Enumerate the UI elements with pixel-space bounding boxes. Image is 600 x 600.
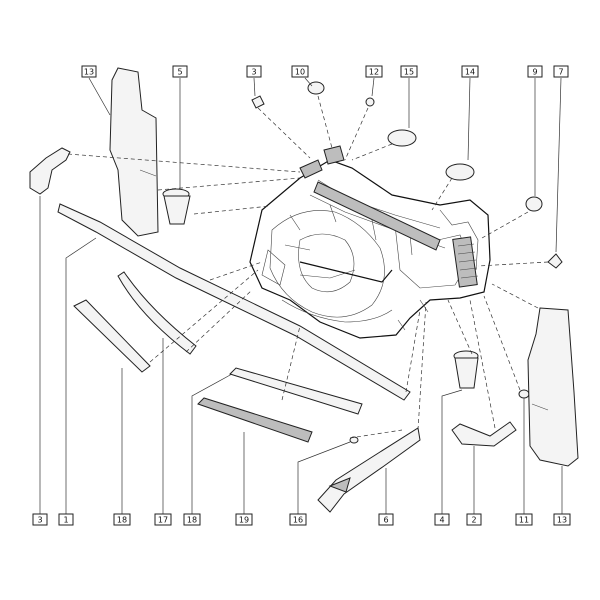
leader-lines [39,77,563,514]
part-3-nut [251,95,265,109]
callout-top-5: 5 [172,65,188,78]
callout-top-10: 10 [291,65,309,78]
callout-top-14: 14 [461,65,479,78]
callout-bottom-18b: 18 [183,513,201,526]
callout-label: 17 [158,516,168,525]
part-7-clip [547,253,563,269]
part-5-grommet [162,188,191,225]
callout-label: 11 [519,516,529,525]
part-19-strip [197,397,313,443]
part-2-elbow [451,421,517,447]
callout-bottom-19: 19 [235,513,253,526]
part-15-pad [387,129,417,147]
part-17-strip [117,271,197,355]
callout-label: 6 [383,516,388,525]
part-6-bracket [317,427,421,513]
callout-bottom-13: 13 [553,513,571,526]
callout-label: 7 [558,68,563,77]
callout-label: 1 [63,516,68,525]
part-9-grommet [525,196,543,212]
callout-top-7: 7 [553,65,569,78]
callout-label: 10 [295,68,305,77]
callout-label: 2 [471,516,476,525]
callout-label: 5 [177,68,182,77]
callout-label: 18 [187,516,197,525]
callout-label: 15 [404,68,414,77]
callout-label: 19 [239,516,249,525]
front-end-body-shell [249,145,491,339]
part-18-strip-left [73,299,151,373]
callout-label: 16 [293,516,303,525]
callout-top-9: 9 [527,65,543,78]
callout-bottom-2: 2 [466,513,482,526]
callout-label: 3 [251,68,256,77]
callout-label: 13 [84,68,94,77]
part-12-ring [365,97,375,107]
part-3-top-elbow [29,147,71,195]
part-13-right-panel [527,307,579,467]
callout-label: 4 [439,516,444,525]
callout-label: 9 [532,68,537,77]
part-1-strip [57,203,411,401]
part-14-pad [445,163,475,181]
callout-bottom-18a: 18 [113,513,131,526]
part-18-strip-center [229,367,363,415]
callout-label: 14 [465,68,475,77]
callout-bottom-4: 4 [434,513,450,526]
callout-top-12: 12 [365,65,383,78]
callout-bottom-1: 1 [58,513,74,526]
part-10-grommet [307,81,325,95]
callout-label: 13 [557,516,567,525]
callout-label: 18 [117,516,127,525]
callout-bottom-6: 6 [378,513,394,526]
callout-bottom-17: 17 [154,513,172,526]
callout-bottom-16: 16 [289,513,307,526]
part-4-grommet [453,350,479,389]
callout-bottom-3: 3 [32,513,48,526]
callout-top-15: 15 [400,65,418,78]
callout-top-3: 3 [246,65,262,78]
part-13-left-panel [109,67,159,237]
callout-label: 3 [37,516,42,525]
callout-bottom-11: 11 [515,513,533,526]
callout-label: 12 [369,68,379,77]
callout-top-13: 13 [81,65,97,78]
part-16-clip [349,436,359,444]
part-11-cap [518,389,530,399]
